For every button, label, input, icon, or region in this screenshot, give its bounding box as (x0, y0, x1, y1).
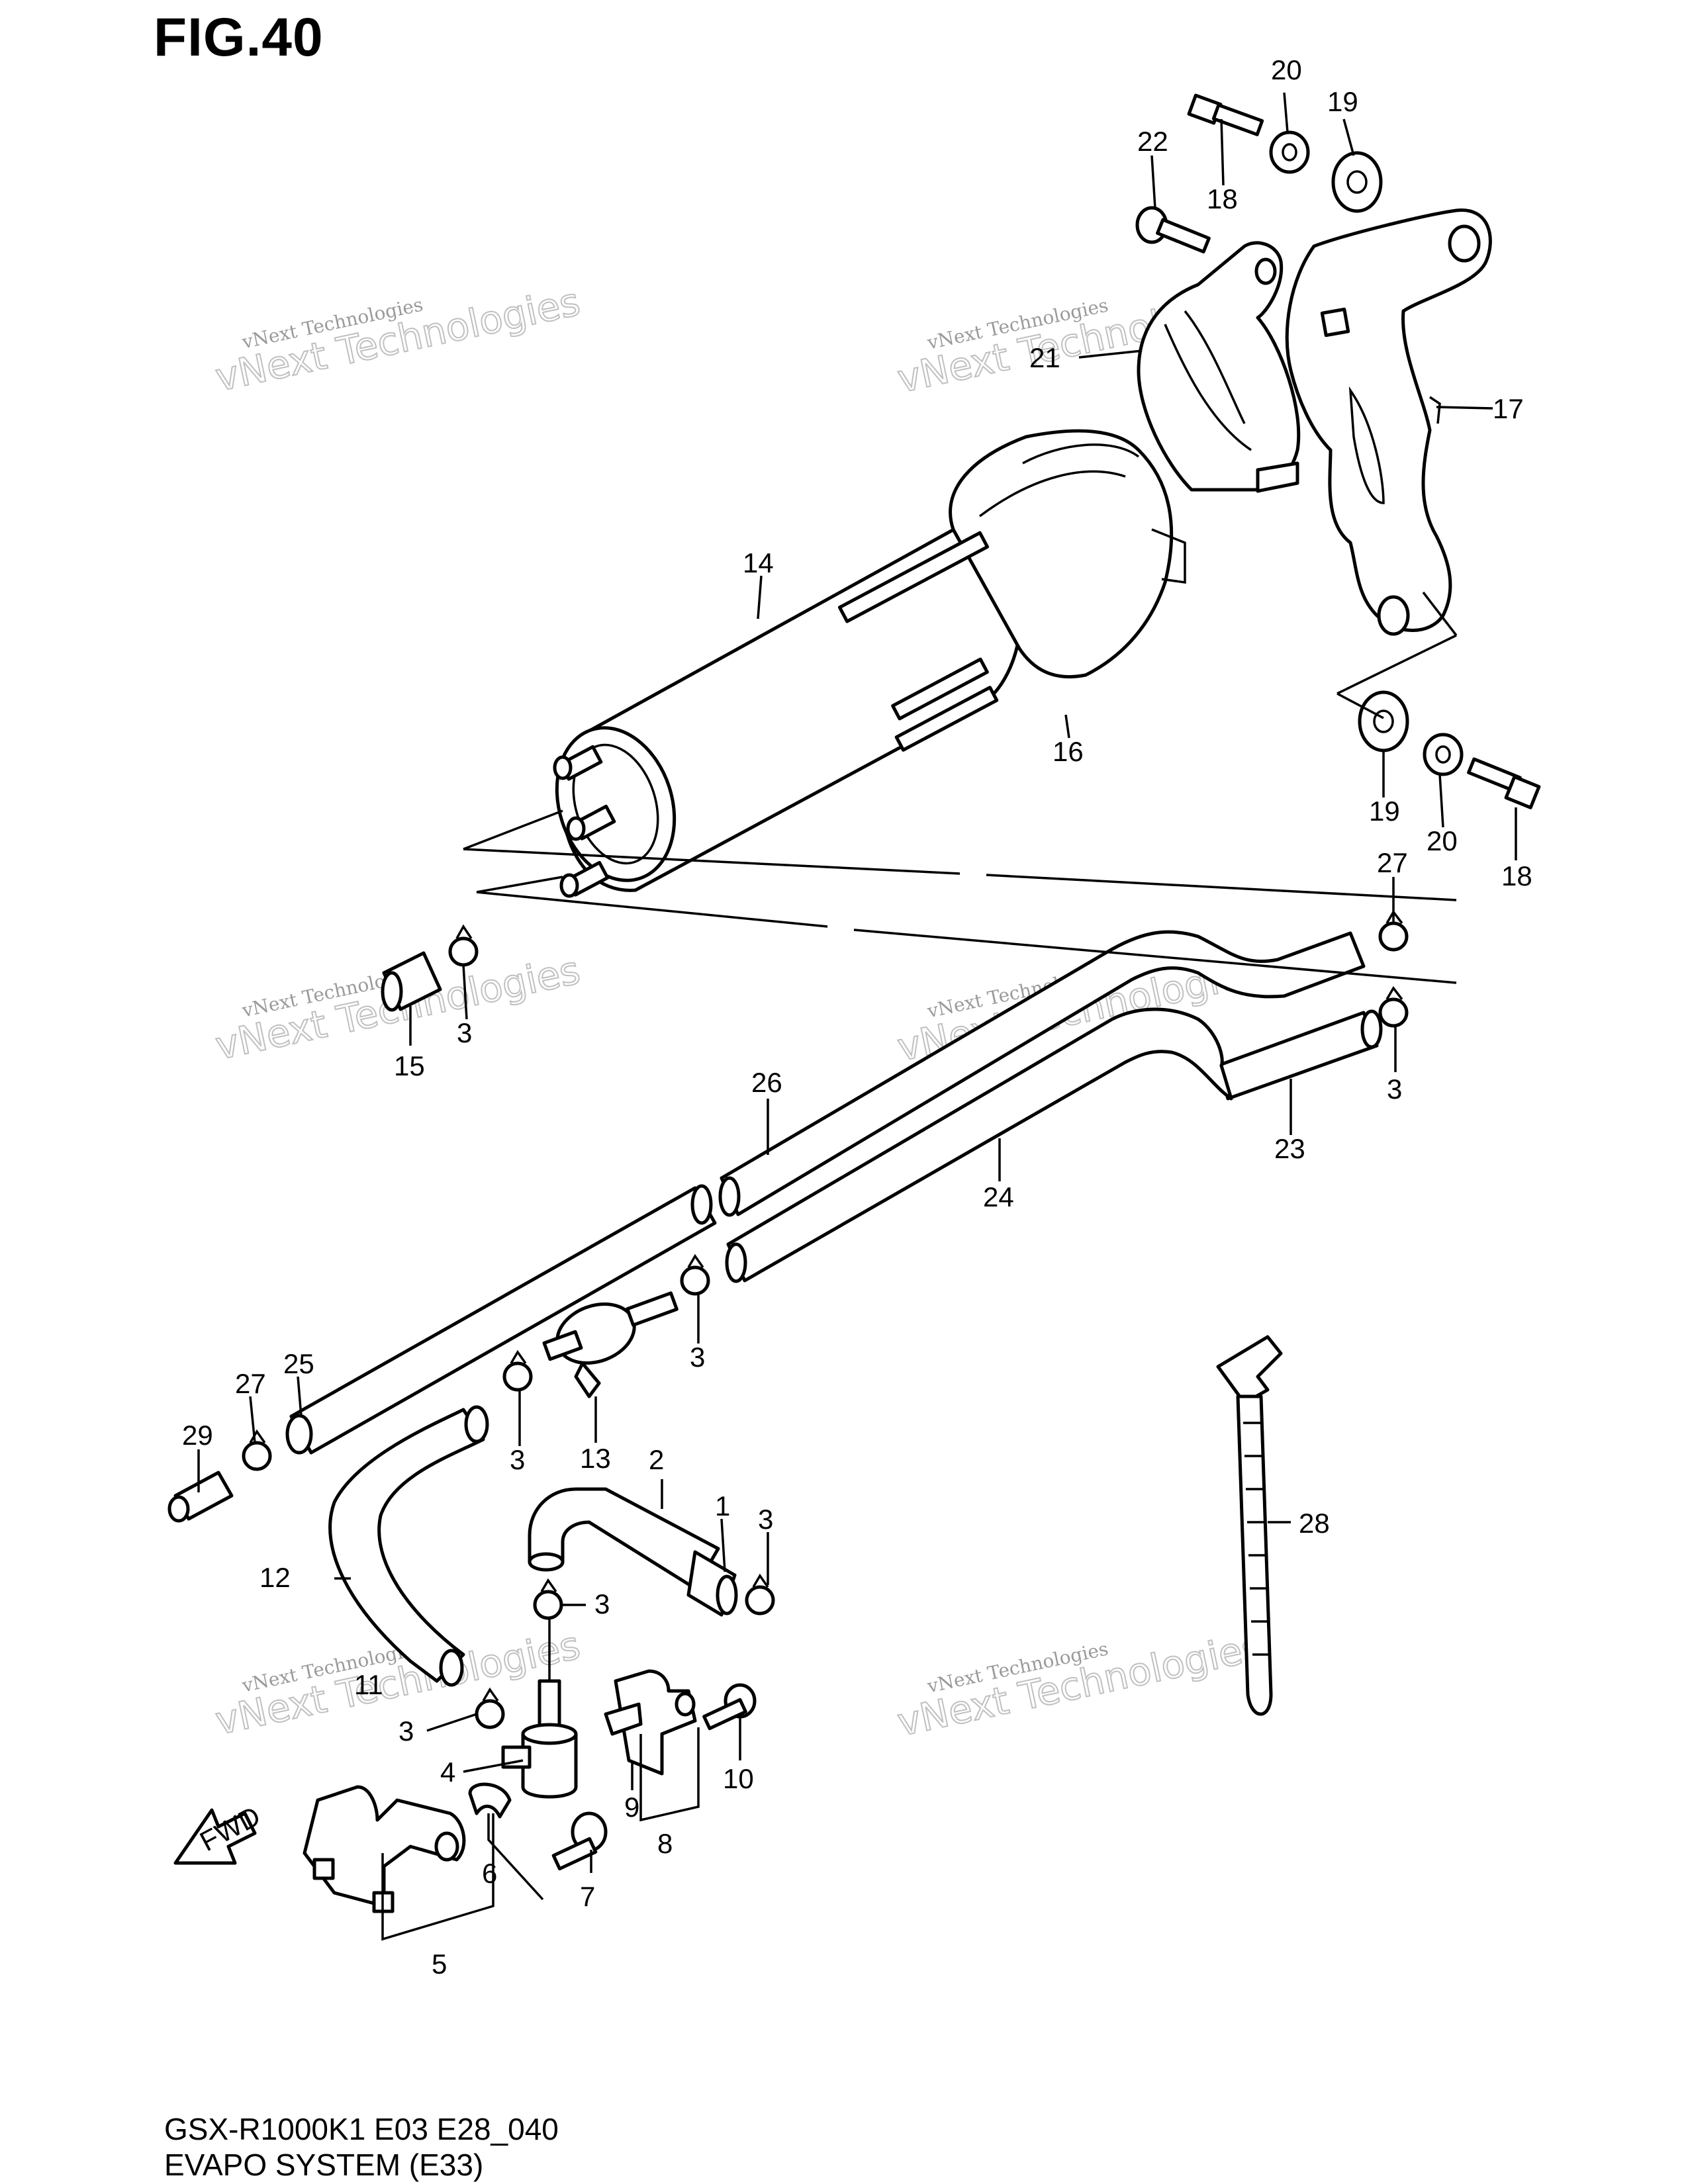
leader-lines (197, 92, 1517, 1941)
callout-18: 18 (1207, 183, 1238, 214)
pipe-1[interactable] (686, 1550, 738, 1617)
hose-23[interactable] (1216, 1009, 1383, 1101)
bolt-18-lower[interactable] (1467, 757, 1541, 809)
canister-14[interactable] (538, 429, 1186, 898)
callout-8: 8 (657, 1828, 673, 1859)
bolt-18-top[interactable] (1187, 93, 1264, 136)
callout-19-lower: 19 (1369, 796, 1400, 827)
callout-3: 3 (510, 1444, 525, 1475)
callout-27-upper: 27 (1377, 847, 1408, 878)
clamp-3[interactable] (745, 1573, 775, 1615)
screw-10[interactable] (702, 1683, 757, 1731)
callout-27-lower: 27 (235, 1368, 266, 1399)
canister-port (553, 745, 603, 781)
clamp-3[interactable] (1378, 985, 1409, 1028)
callout-3: 3 (457, 1017, 472, 1048)
holder-5[interactable] (303, 1785, 466, 1913)
clamp-3[interactable] (448, 924, 479, 967)
fwd-arrow: FWD (173, 1800, 265, 1865)
callout-24: 24 (983, 1181, 1014, 1212)
callout-23: 23 (1274, 1133, 1305, 1164)
callout-7: 7 (580, 1881, 595, 1912)
callout-16: 16 (1053, 736, 1084, 767)
callout-22: 22 (1137, 126, 1168, 157)
hose-2[interactable] (528, 1487, 720, 1590)
callout-9: 9 (624, 1792, 639, 1823)
valve-13[interactable] (542, 1291, 679, 1398)
canister-band-21[interactable] (1137, 241, 1301, 493)
clamp-27[interactable] (242, 1429, 272, 1471)
cushion-19-top[interactable] (1331, 151, 1383, 213)
hose-24[interactable] (725, 1007, 1233, 1283)
callout-3: 3 (399, 1715, 414, 1747)
callout-3: 3 (594, 1588, 610, 1619)
reference-lines (463, 591, 1458, 984)
callout-4: 4 (440, 1756, 455, 1788)
callout-25: 25 (283, 1348, 314, 1379)
callout-3: 3 (690, 1342, 705, 1373)
clamp-3[interactable] (680, 1253, 710, 1296)
screw-7[interactable] (551, 1811, 608, 1871)
callout-15: 15 (394, 1050, 425, 1081)
callout-17: 17 (1493, 393, 1524, 424)
callout-26: 26 (751, 1067, 782, 1098)
hose-25[interactable] (285, 1184, 717, 1455)
canister-port (559, 860, 610, 898)
figure-name: EVAPO SYSTEM (E33) (164, 2148, 484, 2182)
bolt-22[interactable] (1135, 206, 1211, 253)
callout-3: 3 (758, 1504, 773, 1535)
callout-3: 3 (1387, 1073, 1402, 1105)
joint-29[interactable] (167, 1471, 234, 1523)
cushion-19-lower[interactable] (1358, 690, 1409, 752)
callout-1: 1 (715, 1490, 730, 1522)
callout-20: 20 (1271, 54, 1302, 85)
collar-20-top[interactable] (1269, 130, 1310, 174)
callout-20-lower: 20 (1427, 825, 1458, 856)
callout-13: 13 (580, 1443, 611, 1474)
holder-8[interactable] (614, 1669, 697, 1776)
callout-28: 28 (1299, 1508, 1330, 1539)
canister-port (566, 804, 616, 841)
callout-29: 29 (182, 1420, 213, 1451)
bracket-17[interactable] (1285, 208, 1492, 636)
callout-14: 14 (743, 547, 774, 578)
callout-6: 6 (482, 1858, 497, 1889)
clamp-3[interactable] (533, 1578, 563, 1620)
callout-18-lower: 18 (1501, 860, 1532, 891)
clamp-6[interactable] (468, 1782, 512, 1819)
figure-code: GSX-R1000K1 E03 E28_040 (164, 2112, 559, 2146)
callout-11: 11 (354, 1669, 383, 1700)
hose-15[interactable] (381, 951, 442, 1012)
hose-12[interactable] (328, 1405, 489, 1687)
cable-tie-28[interactable] (1216, 1335, 1283, 1716)
collar-20-lower[interactable] (1423, 733, 1464, 776)
callout-21: 21 (1029, 342, 1060, 373)
figure-title: FIG.40 (154, 7, 324, 68)
callout-10: 10 (723, 1763, 754, 1794)
clamp-9[interactable] (604, 1702, 643, 1736)
hose-26[interactable] (718, 930, 1366, 1217)
clamp-3[interactable] (502, 1349, 533, 1392)
callout-labels: 20 19 22 18 21 17 14 16 19 20 18 27 3 23… (182, 54, 1532, 1979)
joint-4[interactable] (501, 1679, 578, 1799)
callout-19: 19 (1327, 86, 1358, 117)
callout-2: 2 (649, 1444, 664, 1475)
callout-5: 5 (432, 1948, 447, 1979)
clamp-3[interactable] (475, 1687, 505, 1729)
callout-12: 12 (259, 1562, 291, 1593)
